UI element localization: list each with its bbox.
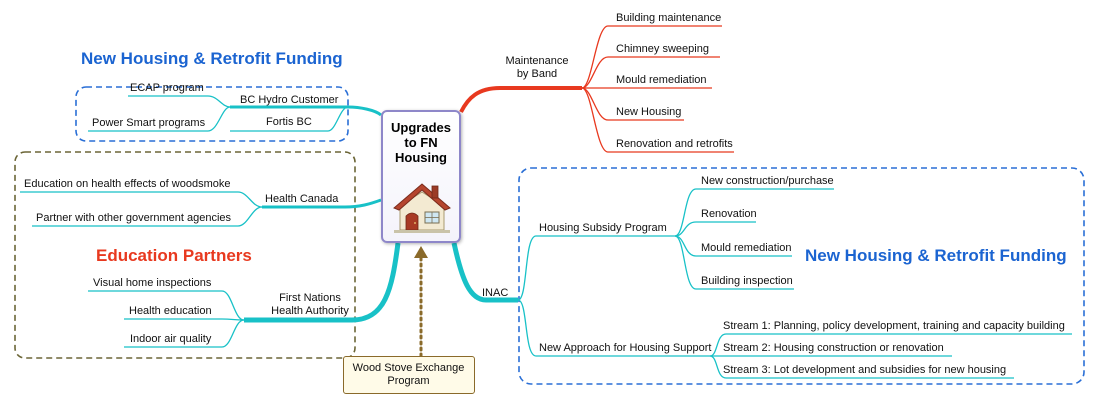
subsidy-item[interactable]: Building inspection: [701, 275, 793, 287]
subsidy-item[interactable]: New construction/purchase: [701, 175, 834, 187]
fnha-item[interactable]: Indoor air quality: [130, 333, 212, 345]
ecap-item[interactable]: ECAP program: [130, 82, 204, 94]
maintenance-label-line1: Maintenance: [505, 55, 569, 67]
housing-subsidy-label[interactable]: Housing Subsidy Program: [539, 222, 667, 234]
central-topic[interactable]: Upgrades to FN Housing: [381, 110, 461, 243]
maintenance-item[interactable]: New Housing: [616, 106, 682, 118]
maintenance-branch-lines: [459, 25, 734, 153]
subsidy-item[interactable]: Renovation: [701, 208, 757, 220]
top-left-group-title: New Housing & Retrofit Funding: [81, 49, 343, 68]
approach-item[interactable]: Stream 2: Housing construction or renova…: [723, 342, 944, 354]
maintenance-item[interactable]: Mould remediation: [616, 74, 707, 86]
fnha-label-line1: First Nations: [279, 292, 341, 304]
top-left-funding-box: [75, 86, 349, 142]
wood-stove-label: Wood Stove Exchange Program: [344, 362, 473, 388]
wood-stove-label-line2: Program: [387, 375, 430, 387]
house-icon: [393, 183, 451, 233]
wood-stove-label-line1: Wood Stove Exchange: [352, 362, 465, 374]
health-canada-label[interactable]: Health Canada: [265, 193, 339, 205]
power-smart-item[interactable]: Power Smart programs: [92, 117, 206, 129]
maintenance-label-line2: by Band: [516, 68, 558, 80]
left-group-title: Education Partners: [96, 246, 252, 265]
maintenance-item[interactable]: Chimney sweeping: [616, 43, 709, 55]
fnha-item[interactable]: Health education: [129, 305, 212, 317]
central-title-line1: Upgrades: [391, 120, 451, 135]
central-title-line2: to FN: [404, 135, 438, 150]
maintenance-item[interactable]: Renovation and retrofits: [616, 138, 733, 150]
health-canada-item[interactable]: Education on health effects of woodsmoke: [24, 178, 231, 190]
fnha-label-line2: Health Authority: [271, 305, 349, 317]
inac-label[interactable]: INAC: [482, 287, 509, 299]
subsidy-item[interactable]: Mould remediation: [701, 242, 792, 254]
health-canada-branch-lines: [20, 191, 382, 227]
central-title: Upgrades to FN Housing: [383, 120, 459, 165]
fnha-branch-lines: [88, 242, 401, 348]
approach-item[interactable]: Stream 1: Planning, policy development, …: [723, 320, 1065, 332]
new-approach-label[interactable]: New Approach for Housing Support: [539, 342, 712, 354]
right-funding-box: [518, 167, 1085, 385]
funding-left-branch-lines: [88, 95, 382, 132]
fortis-label[interactable]: Fortis BC: [266, 116, 312, 128]
maintenance-item[interactable]: Building maintenance: [616, 12, 722, 24]
inac-branch-lines: [451, 188, 1072, 379]
central-title-line3: Housing: [395, 150, 447, 165]
approach-item[interactable]: Stream 3: Lot development and subsidies …: [723, 364, 1007, 376]
education-partners-box: [14, 151, 356, 359]
wood-stove-node[interactable]: Wood Stove Exchange Program: [343, 356, 475, 394]
fnha-item[interactable]: Visual home inspections: [93, 277, 212, 289]
fnha-label[interactable]: First Nations Health Authority: [255, 292, 365, 318]
health-canada-item[interactable]: Partner with other government agencies: [36, 212, 232, 224]
bc-hydro-label[interactable]: BC Hydro Customer: [240, 94, 339, 106]
maintenance-label[interactable]: Maintenance by Band: [492, 55, 582, 81]
right-group-title: New Housing & Retrofit Funding: [805, 246, 1067, 265]
wood-stove-arrow: [414, 246, 428, 358]
